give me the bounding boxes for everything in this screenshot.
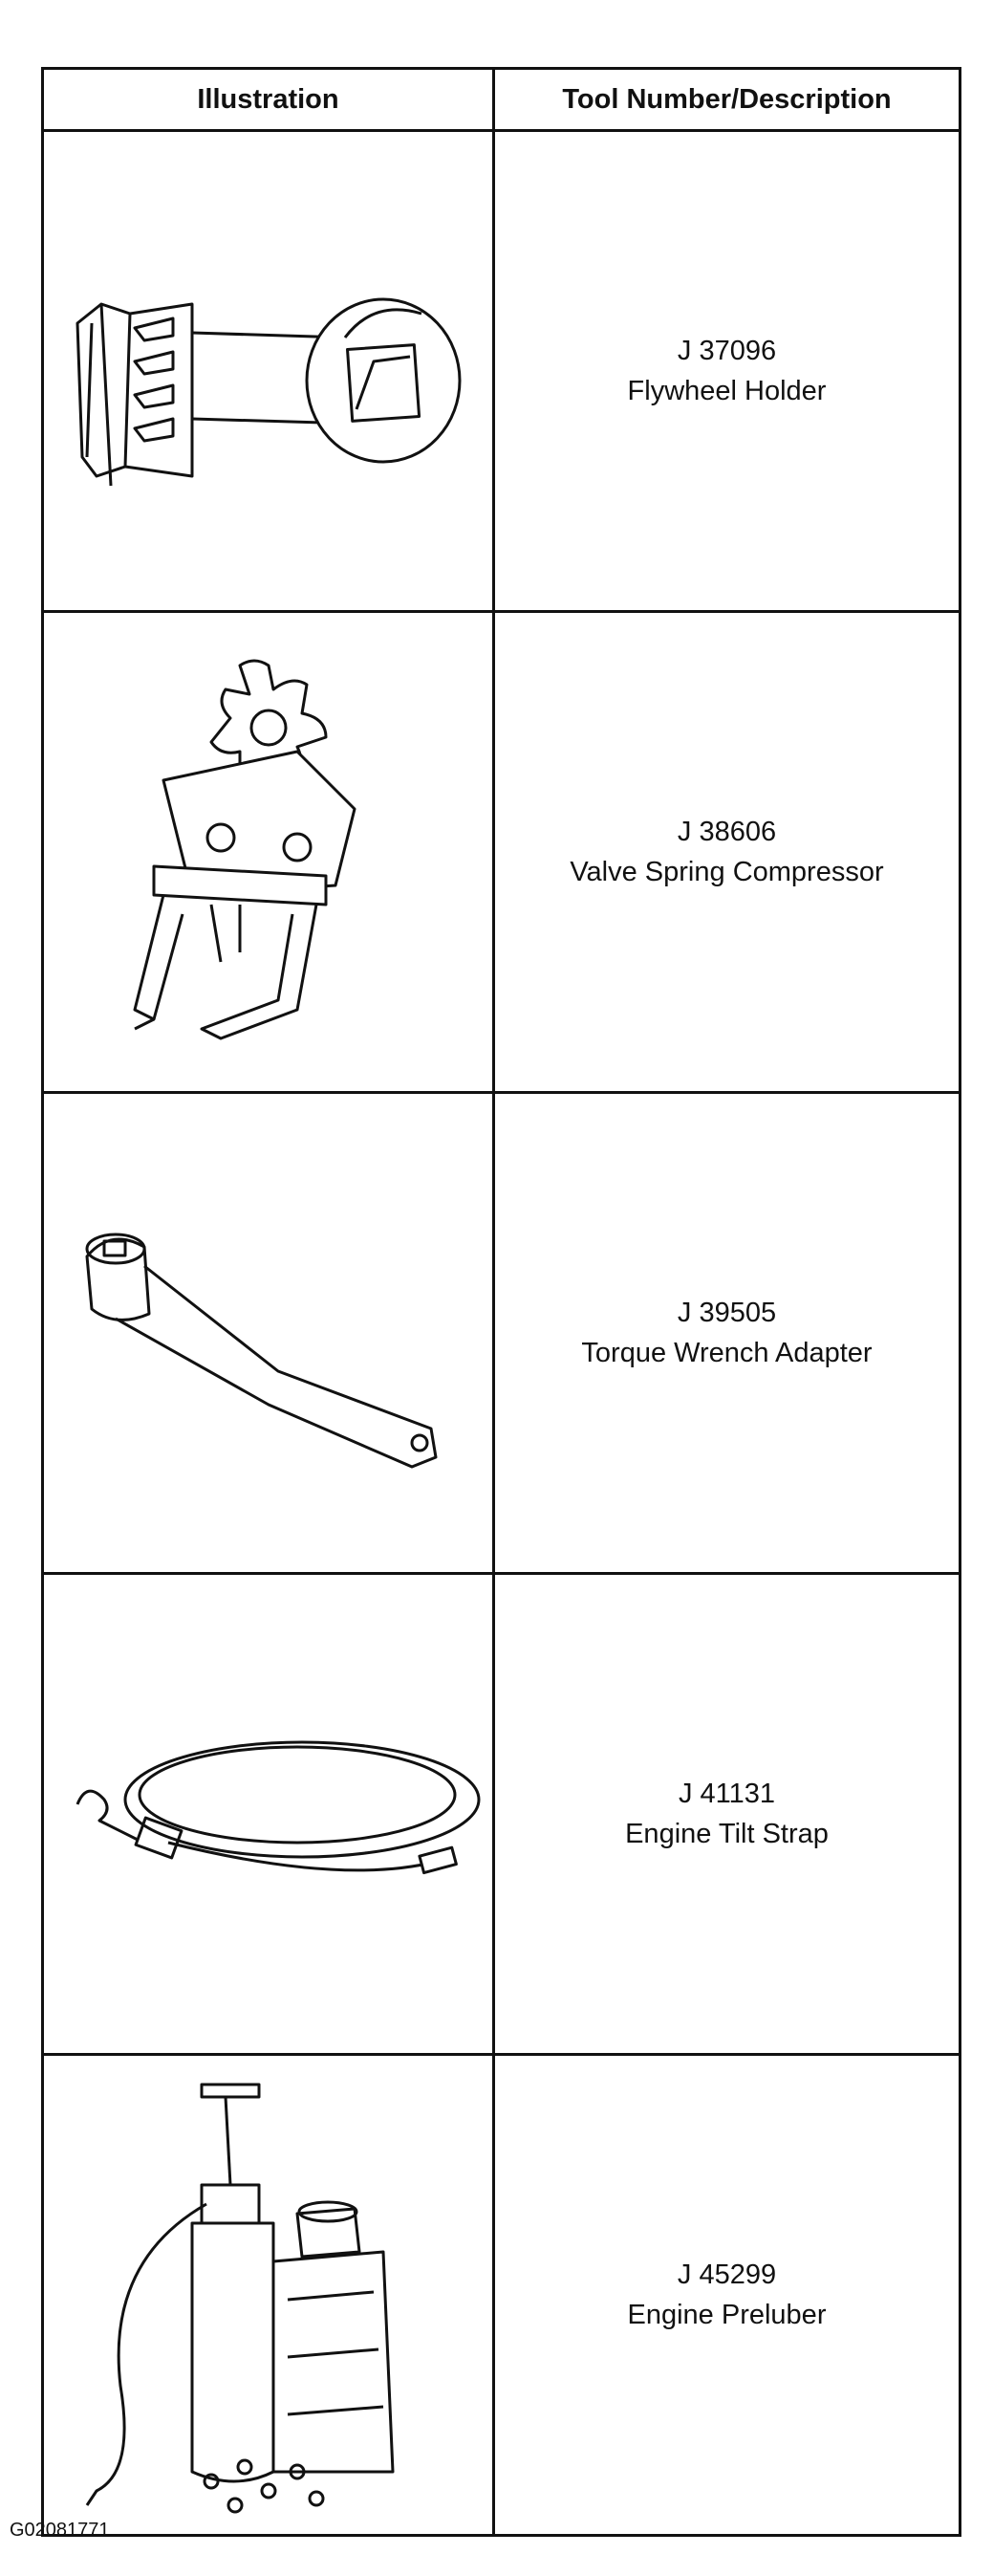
description-cell: J 39505 Torque Wrench Adapter <box>492 1091 961 1575</box>
table-row: J 37096 Flywheel Holder <box>41 129 961 613</box>
engine-tilt-strap-icon <box>76 1740 480 1875</box>
figure-id: G02081771 <box>10 2520 110 2541</box>
description-cell: J 37096 Flywheel Holder <box>492 129 961 613</box>
tool-name: Torque Wrench Adapter <box>581 1338 873 1368</box>
illustration-cell <box>41 1091 495 1575</box>
tool-number: J 41131 <box>678 1779 776 1809</box>
tool-number: J 38606 <box>677 817 777 847</box>
tool-number: J 39505 <box>677 1298 777 1328</box>
table-row: J 45299 Engine Preluber <box>41 2053 961 2537</box>
tool-name: Engine Tilt Strap <box>625 1819 829 1849</box>
torque-wrench-adapter-icon <box>85 1233 437 1469</box>
table-row: J 38606 Valve Spring Compressor <box>41 610 961 1094</box>
special-tools-table: Illustration Tool Number/Description <box>41 67 961 2537</box>
tool-name: Valve Spring Compressor <box>570 857 884 887</box>
tool-name: Flywheel Holder <box>627 376 827 406</box>
description-cell: J 45299 Engine Preluber <box>492 2053 961 2537</box>
illustration-cell <box>41 610 495 1094</box>
description-cell: J 38606 Valve Spring Compressor <box>492 610 961 1094</box>
tool-name: Engine Preluber <box>627 2300 827 2330</box>
tool-number: J 37096 <box>677 336 777 366</box>
table-header-row: Illustration Tool Number/Description <box>41 67 961 132</box>
illustration-header: Illustration <box>41 67 495 132</box>
tool-number: J 45299 <box>677 2259 777 2290</box>
valve-spring-compressor-icon <box>133 659 356 1040</box>
illustration-cell <box>41 129 495 613</box>
description-cell: J 41131 Engine Tilt Strap <box>492 1572 961 2056</box>
illustration-cell <box>41 2053 495 2537</box>
illustration-cell <box>41 1572 495 2056</box>
engine-preluber-icon <box>85 2083 394 2514</box>
table-row: J 39505 Torque Wrench Adapter <box>41 1091 961 1575</box>
flywheel-holder-icon <box>76 297 461 487</box>
description-header: Tool Number/Description <box>492 67 961 132</box>
table-row: J 41131 Engine Tilt Strap <box>41 1572 961 2056</box>
